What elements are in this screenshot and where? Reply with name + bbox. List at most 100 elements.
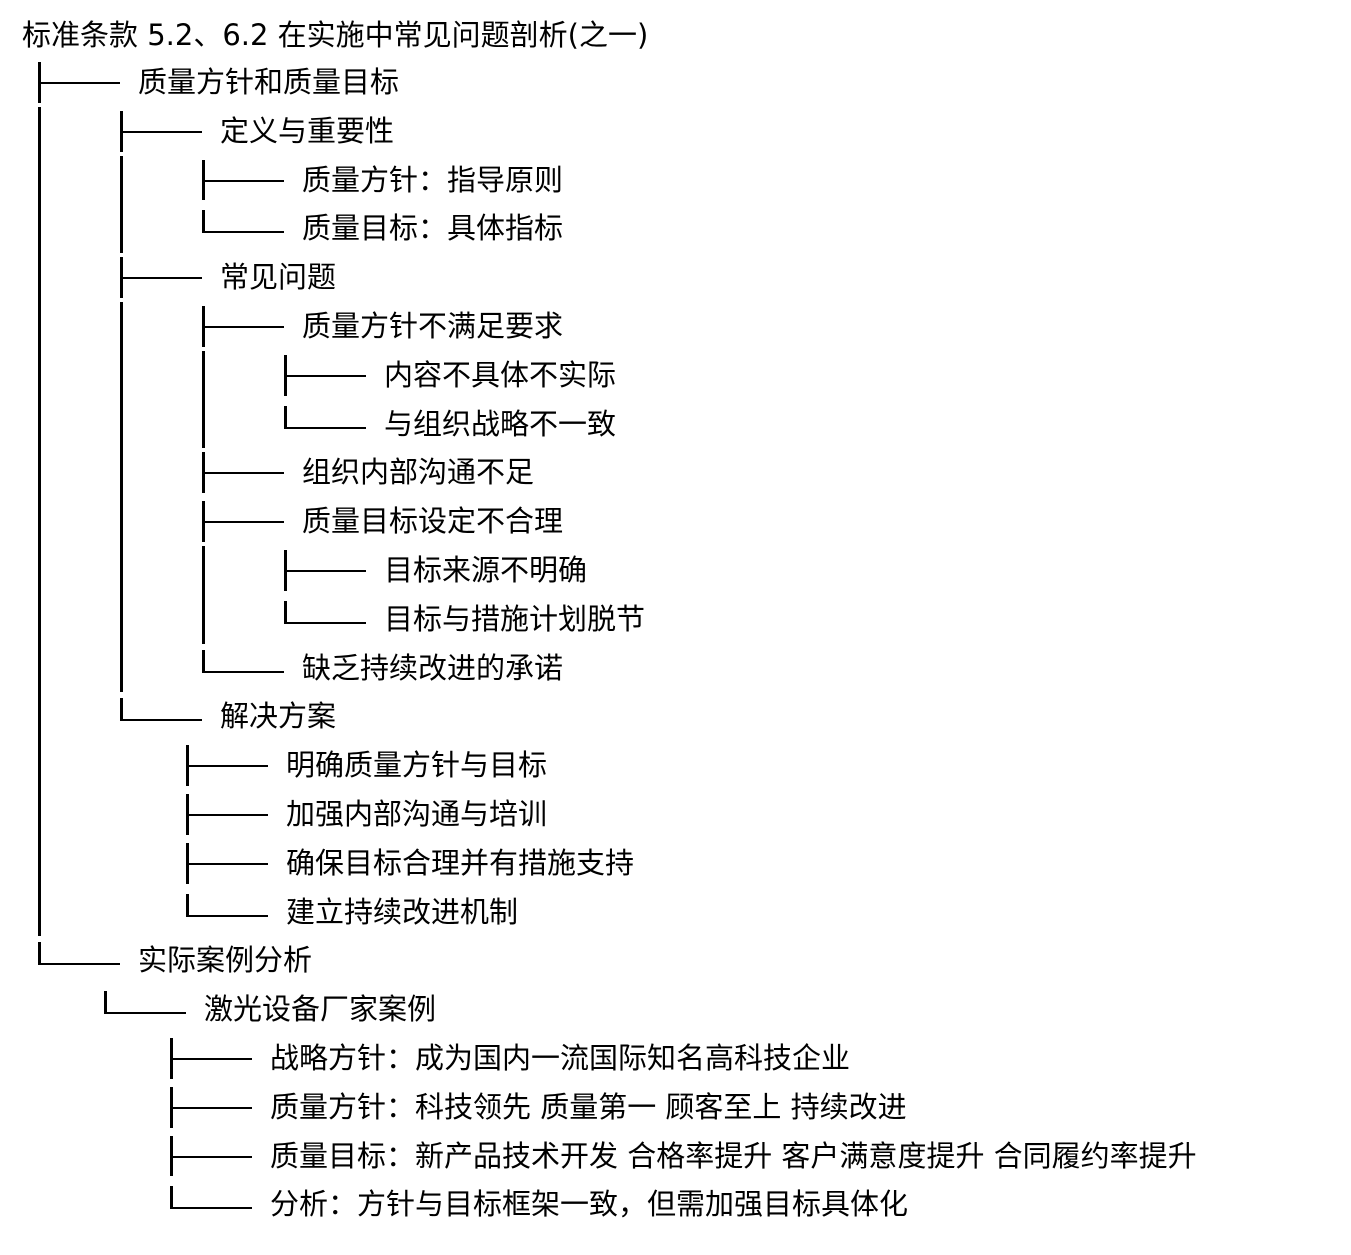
tree-branch-connector [284, 546, 374, 595]
tree-branch-connector [170, 1034, 260, 1083]
tree-last-branch-connector [186, 888, 276, 937]
tree-node: 实际案例分析 [22, 936, 1342, 985]
tree-vertical-guide [38, 155, 128, 205]
tree-node: 战略方针：成为国内一流国际知名高科技企业 [22, 1034, 1342, 1083]
tree-vertical-guide [38, 594, 128, 644]
tree-node-label: 解决方案 [220, 699, 337, 734]
tree-node: 分析：方针与目标框架一致，但需加强目标具体化 [22, 1180, 1342, 1229]
tree-vertical-guide [38, 106, 128, 156]
tree-branch-connector [202, 497, 292, 546]
tree-node: 常见问题 [22, 253, 1342, 302]
tree-vertical-guide [38, 253, 128, 302]
tree-node: 与组织战略不一致 [22, 399, 1342, 449]
tree-node-label: 建立持续改进机制 [286, 894, 519, 929]
tree-node: 内容不具体不实际 [22, 350, 1342, 400]
tree-node-label: 与组织战略不一致 [384, 406, 617, 441]
tree-node: 定义与重要性 [22, 106, 1342, 156]
tree-vertical-guide [120, 155, 210, 205]
tree-branch-connector [202, 156, 292, 205]
tree-vertical-guide [120, 594, 210, 644]
tree-last-branch-connector [202, 204, 292, 253]
tree-vertical-guide [38, 204, 128, 254]
tree-branch-connector [120, 107, 210, 156]
tree-node-label: 战略方针：成为国内一流国际知名高科技企业 [270, 1040, 851, 1075]
tree-node: 质量方针和质量目标 [22, 58, 1342, 107]
tree-node: 质量目标设定不合理 [22, 497, 1342, 546]
tree-vertical-guide [38, 692, 128, 742]
tree-last-branch-connector [284, 400, 374, 449]
tree-node-label: 质量方针和质量目标 [138, 65, 400, 99]
document-title: 标准条款 5.2、6.2 在实施中常见问题剖析(之一) [22, 18, 649, 52]
tree-vertical-guide [38, 741, 128, 790]
tree-vertical-guide [38, 497, 128, 546]
tree-node-label: 实际案例分析 [138, 943, 313, 978]
tree-vertical-guide [120, 399, 210, 449]
tree-node-label: 分析：方针与目标框架一致，但需加强目标具体化 [270, 1187, 909, 1222]
tree-vertical-guide [38, 643, 128, 693]
tree-branch-connector [202, 302, 292, 351]
tree-branch-connector [120, 253, 210, 302]
tree-node-label: 加强内部沟通与培训 [286, 796, 548, 831]
tree-branch-connector [284, 351, 374, 400]
tree-node: 目标与措施计划脱节 [22, 594, 1342, 644]
tree-branch-connector [170, 1083, 260, 1132]
tree-vertical-guide [38, 350, 128, 400]
tree-node-label: 目标来源不明确 [384, 552, 588, 587]
tree-node: 加强内部沟通与培训 [22, 789, 1342, 839]
tree-vertical-guide [38, 887, 128, 937]
tree-vertical-guide [202, 350, 292, 400]
tree-node-label: 质量目标：新产品技术开发 合格率提升 客户满意度提升 合同履约率提升 [270, 1138, 1197, 1173]
tree-node-label: 质量目标：具体指标 [302, 211, 564, 246]
tree-vertical-guide [38, 789, 128, 839]
tree-vertical-guide [120, 301, 210, 351]
tree-branch-connector [186, 839, 276, 888]
tree-vertical-guide [202, 545, 292, 595]
tree-branch-connector [186, 741, 276, 790]
tree-node-label: 组织内部沟通不足 [302, 455, 535, 490]
document: 标准条款 5.2、6.2 在实施中常见问题剖析(之一) 质量方针和质量目标定义与… [22, 12, 1342, 1229]
tree-node: 解决方案 [22, 692, 1342, 742]
tree-vertical-guide [38, 399, 128, 449]
tree-node: 质量目标：具体指标 [22, 204, 1342, 254]
tree-node: 建立持续改进机制 [22, 887, 1342, 937]
tree-node: 目标来源不明确 [22, 545, 1342, 595]
tree-last-branch-connector [202, 644, 292, 693]
tree-vertical-guide [120, 497, 210, 546]
tree-node-label: 缺乏持续改进的承诺 [302, 650, 564, 685]
tree-node: 质量方针：科技领先 质量第一 顾客至上 持续改进 [22, 1083, 1342, 1132]
tree-node: 质量方针：指导原则 [22, 155, 1342, 205]
tree-last-branch-connector [120, 692, 210, 741]
tree-node: 组织内部沟通不足 [22, 448, 1342, 498]
tree-node-label: 常见问题 [220, 260, 337, 295]
tree-node: 确保目标合理并有措施支持 [22, 838, 1342, 888]
tree-vertical-guide [120, 545, 210, 595]
tree-node: 明确质量方针与目标 [22, 741, 1342, 790]
tree-vertical-guide [38, 448, 128, 498]
tree-vertical-guide [120, 448, 210, 498]
tree-node-label: 质量方针：指导原则 [302, 162, 564, 197]
tree-vertical-guide [38, 301, 128, 351]
tree-node-label: 定义与重要性 [220, 113, 395, 148]
tree-vertical-guide [38, 838, 128, 888]
tree-branch-connector [202, 448, 292, 497]
tree-vertical-guide [120, 204, 210, 254]
tree-node-label: 质量目标设定不合理 [302, 504, 564, 539]
tree-last-branch-connector [170, 1180, 260, 1229]
tree-vertical-guide [120, 643, 210, 693]
tree-node-label: 明确质量方针与目标 [286, 748, 548, 783]
tree-last-branch-connector [284, 595, 374, 644]
tree-node-label: 确保目标合理并有措施支持 [286, 845, 635, 880]
tree-last-branch-connector [104, 985, 194, 1034]
tree-node-label: 质量方针：科技领先 质量第一 顾客至上 持续改进 [270, 1089, 907, 1124]
tree-node: 缺乏持续改进的承诺 [22, 643, 1342, 693]
tree-branch-connector [170, 1132, 260, 1181]
tree-vertical-guide [120, 350, 210, 400]
tree-branch-connector [38, 58, 128, 107]
tree-last-branch-connector [38, 936, 128, 985]
tree-vertical-guide [202, 399, 292, 449]
tree-node-label: 目标与措施计划脱节 [384, 601, 646, 636]
tree-node: 质量目标：新产品技术开发 合格率提升 客户满意度提升 合同履约率提升 [22, 1132, 1342, 1181]
tree-node: 激光设备厂家案例 [22, 985, 1342, 1034]
tree-node-label: 内容不具体不实际 [384, 357, 617, 392]
tree-vertical-guide [38, 545, 128, 595]
